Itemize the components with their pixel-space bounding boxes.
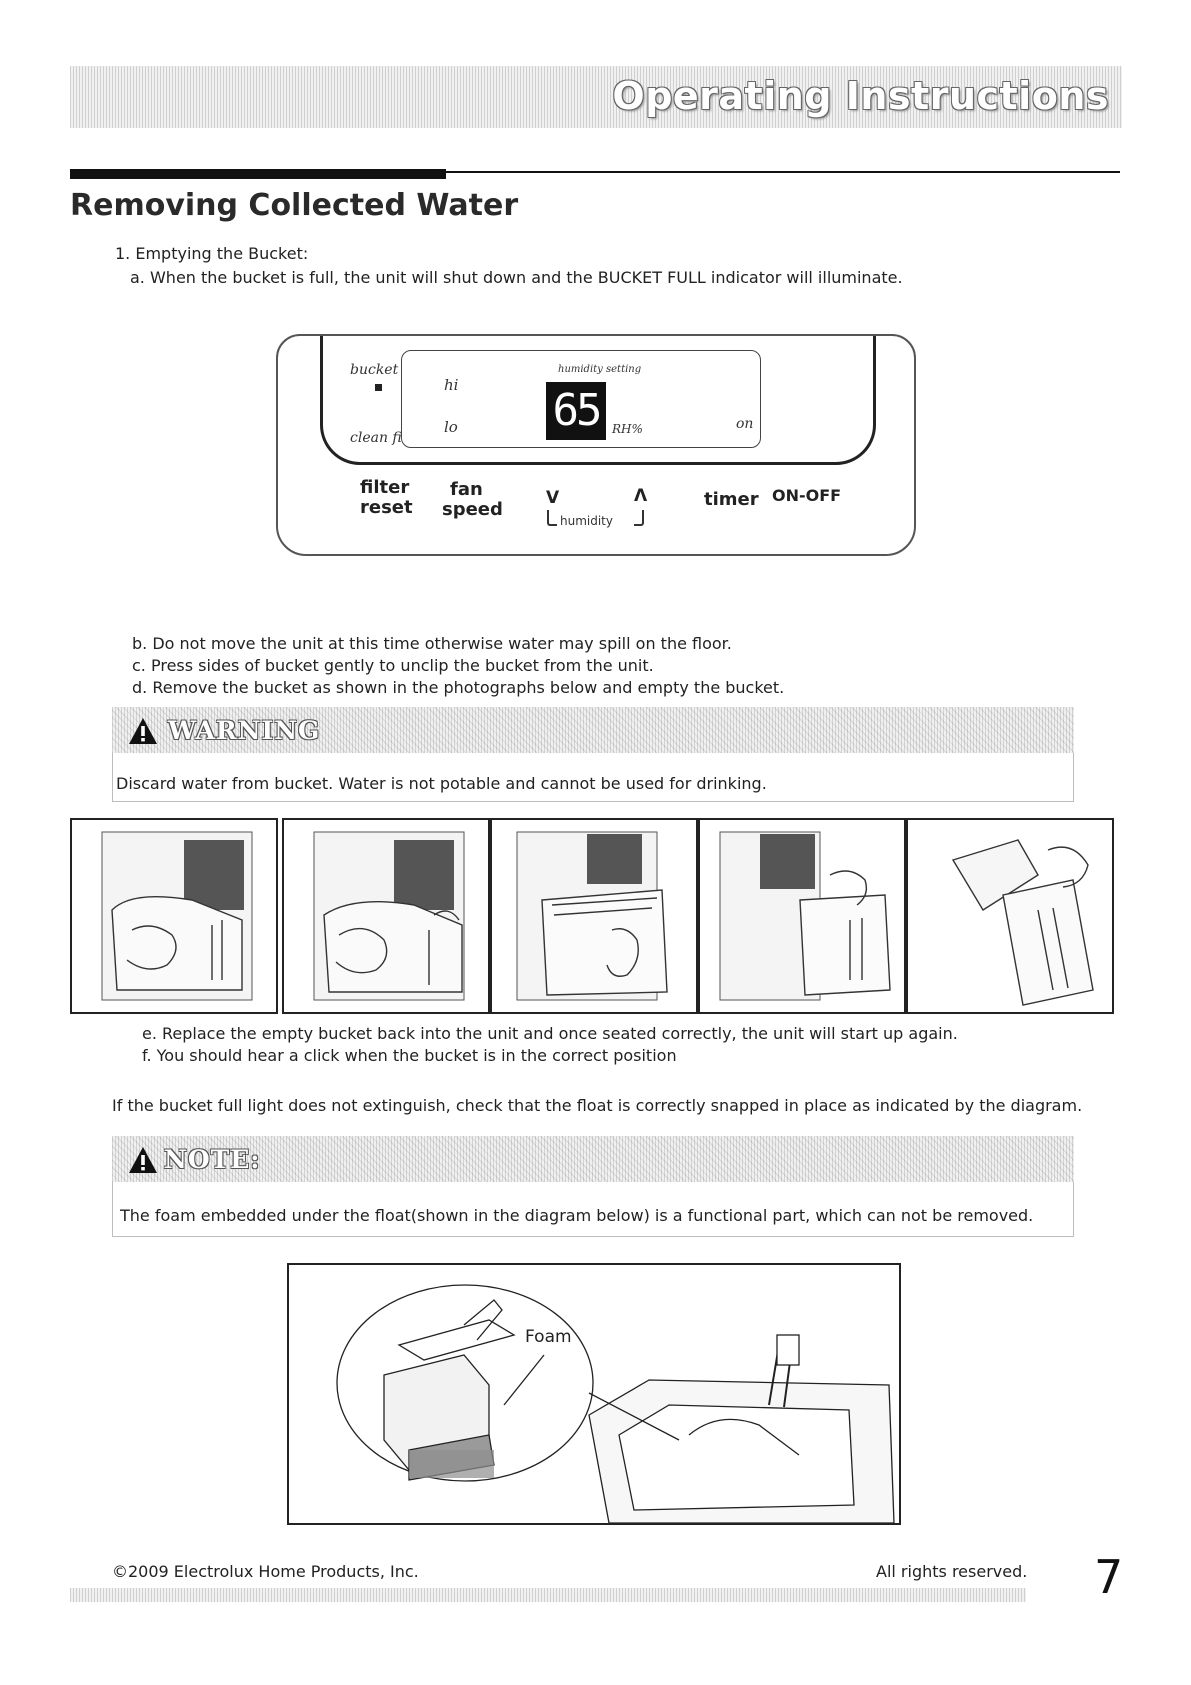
humidity-display-digits: 65 (546, 382, 606, 440)
photo-step-4 (698, 818, 906, 1014)
rh-unit-label: RH% (612, 422, 643, 436)
timer-button[interactable]: timer (704, 489, 759, 510)
humidity-bracket-left (547, 510, 557, 526)
filter-reset-button[interactable]: filter reset (360, 477, 413, 518)
note-frame (112, 1182, 1074, 1237)
section-rule-thick (70, 169, 446, 179)
photo-step-1 (70, 818, 278, 1014)
bucket-full-indicator (375, 384, 382, 391)
humidity-label: humidity (560, 514, 613, 528)
photo-step-5 (906, 818, 1114, 1014)
section-title: Removing Collected Water (70, 188, 519, 223)
page-header-title: Operating Instructions (612, 74, 1109, 118)
step-1f: f. You should hear a click when the buck… (142, 1046, 677, 1065)
step-1e: e. Replace the empty bucket back into th… (142, 1024, 958, 1043)
control-panel-diagram: bucket full clean filter hi lo humidity … (276, 334, 916, 556)
fan-speed-button[interactable]: fan speed (442, 479, 503, 520)
warning-triangle-icon (129, 718, 157, 744)
warning-text: Discard water from bucket. Water is not … (116, 774, 767, 793)
humidity-setting-label: humidity setting (558, 364, 642, 375)
warning-frame (112, 753, 1074, 802)
on-off-button[interactable]: ON-OFF (772, 486, 842, 505)
fan-hi-label: hi (444, 376, 459, 394)
note-label: NOTE: (164, 1145, 261, 1174)
section-rule-thin (446, 171, 1120, 173)
humidity-bracket-right (634, 510, 644, 526)
step-1d: d. Remove the bucket as shown in the pho… (132, 678, 785, 697)
note-text: The foam embedded under the float(shown … (120, 1206, 1034, 1225)
footer-rights: All rights reserved. (876, 1562, 1028, 1581)
page-number: 7 (1094, 1550, 1124, 1604)
step-1b: b. Do not move the unit at this time oth… (132, 634, 732, 653)
step-1: 1. Emptying the Bucket: (115, 244, 309, 263)
step-1c: c. Press sides of bucket gently to uncli… (132, 656, 654, 675)
float-foam-diagram: Foam (287, 1263, 901, 1525)
warning-triangle-icon (129, 1147, 157, 1173)
timer-on-label: on (736, 416, 754, 432)
float-check-paragraph: If the bucket full light does not exting… (112, 1096, 1083, 1115)
photo-step-2 (282, 818, 490, 1014)
foam-callout-label: Foam (525, 1327, 572, 1347)
warning-label: WARNING (168, 716, 321, 745)
header-band (70, 66, 1122, 128)
footer-band (70, 1588, 1026, 1602)
note-banner (112, 1136, 1074, 1182)
humidity-down-button[interactable]: V (546, 488, 560, 508)
photo-step-3 (490, 818, 698, 1014)
warning-banner (112, 707, 1074, 753)
footer-copyright: ©2009 Electrolux Home Products, Inc. (112, 1562, 419, 1581)
fan-lo-label: lo (444, 418, 458, 436)
humidity-up-button[interactable]: Λ (634, 486, 648, 506)
step-1a: a. When the bucket is full, the unit wil… (130, 268, 903, 287)
